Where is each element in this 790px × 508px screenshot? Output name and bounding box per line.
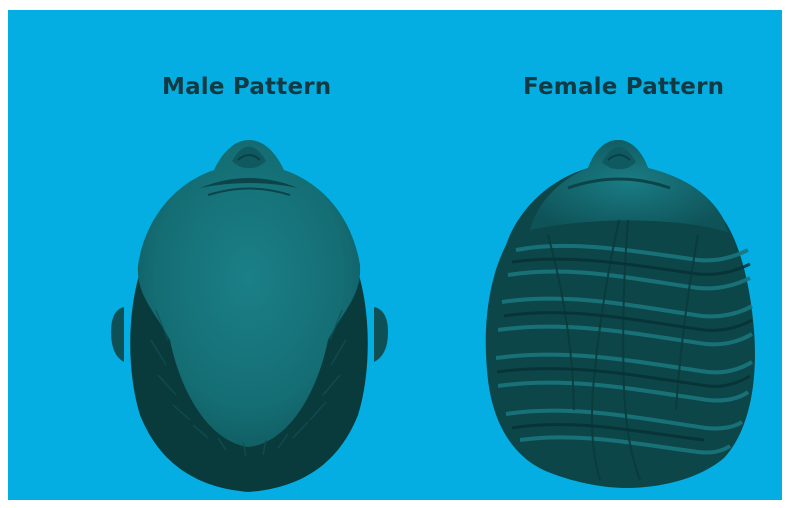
male-pattern-title: Male Pattern — [162, 74, 331, 100]
female-pattern-title: Female Pattern — [523, 74, 724, 100]
hair-loss-patterns-figure: Male Pattern Female Pattern — [8, 10, 782, 500]
